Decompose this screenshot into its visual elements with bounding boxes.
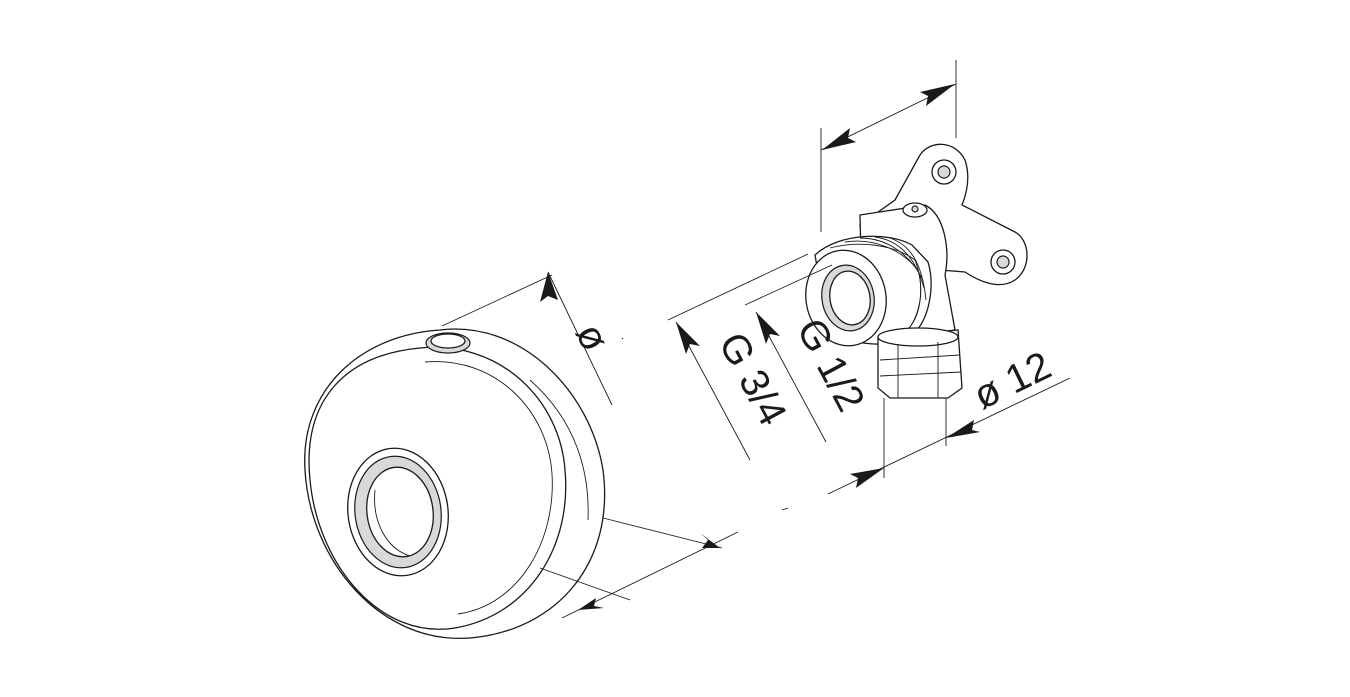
rosette-depth-dimension [539,517,739,619]
rosette-hole-shadow [374,489,411,557]
fitting-width-dimension [820,60,957,232]
outlet-bore-inner [829,270,871,326]
wall-elbow-fitting [805,143,1028,399]
rosette-face-inner-edge [424,361,553,615]
pipe-diameter-label: ø 12 [967,343,1058,418]
rosette-rim [304,328,606,639]
rosette-diameter-label: ø [567,317,617,358]
rosette-set-screw-top [430,333,466,349]
rosette-face [308,346,567,630]
thread-outer-dimension: G 3/4 [667,253,809,461]
compression-nut [877,329,963,399]
rosette-rim-line [529,379,589,521]
thread-outer-label: G 3/4 [710,326,795,433]
rosette-cover [304,328,606,639]
center-mark [781,507,789,511]
